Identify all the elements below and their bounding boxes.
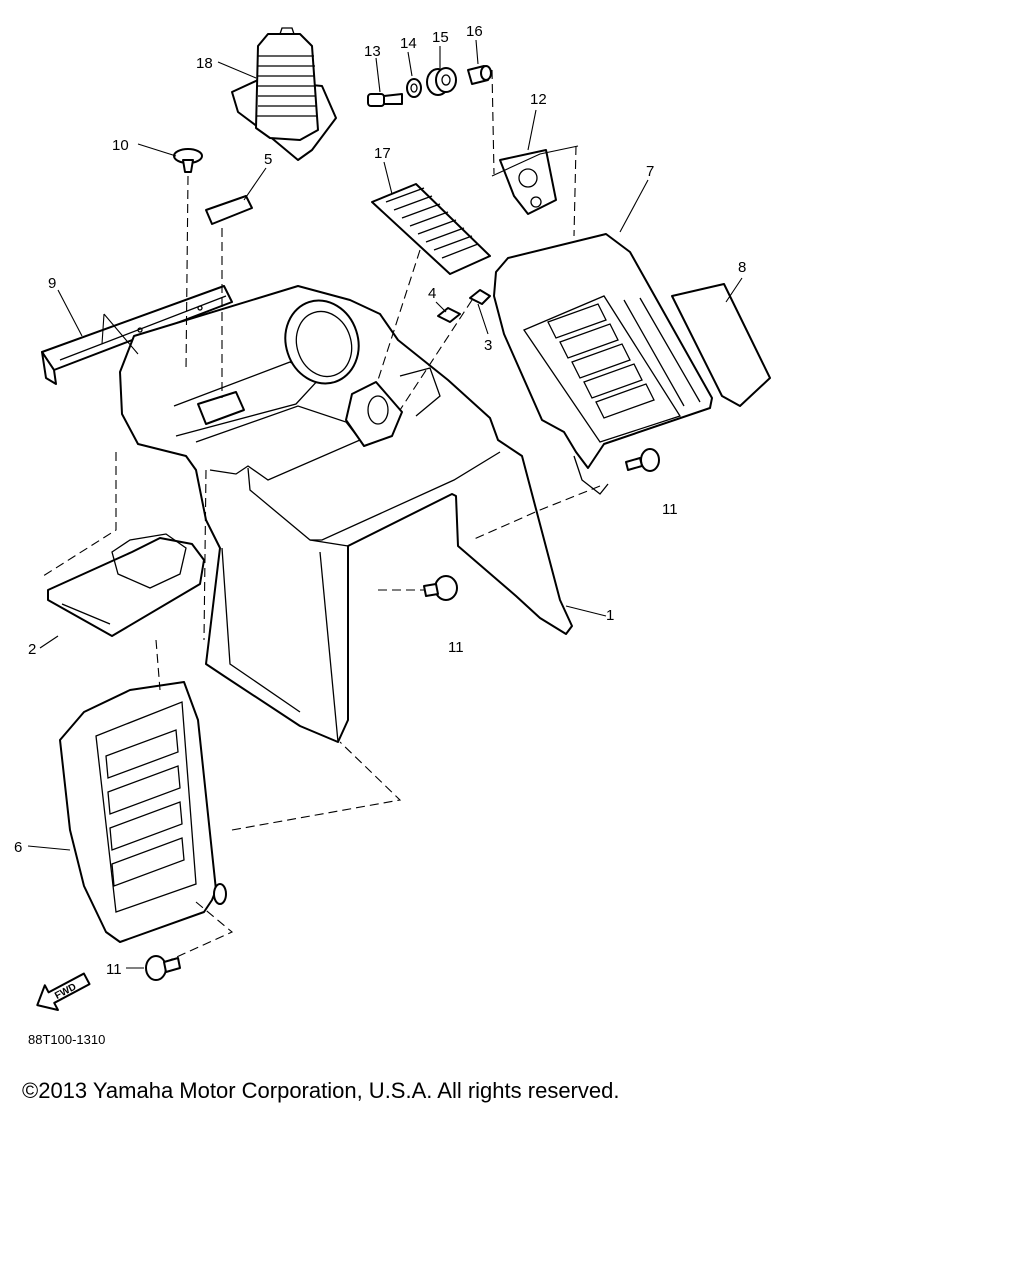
part-9-rail	[41, 285, 233, 385]
part-11-bolt-middle	[423, 575, 458, 601]
callout-6: 6	[14, 839, 22, 856]
assembly-lines	[39, 69, 601, 961]
callout-12: 12	[530, 91, 547, 108]
part-10-rivet	[173, 148, 203, 173]
part-4-clip	[437, 307, 461, 323]
callout-8: 8	[738, 259, 746, 276]
callout-15: 15	[432, 29, 449, 46]
callout-13: 13	[364, 43, 381, 60]
callout-9: 9	[48, 275, 56, 292]
part-15-grommet	[426, 67, 457, 96]
callout-14: 14	[400, 35, 417, 52]
callout-3: 3	[484, 337, 492, 354]
copyright-notice: ©2013 Yamaha Motor Corporation, U.S.A. A…	[22, 1078, 620, 1103]
leader-lines	[27, 39, 743, 969]
part-8-foam	[671, 283, 771, 407]
callout-5: 5	[264, 151, 272, 168]
part-16-collar	[467, 65, 492, 85]
callout-2: 2	[28, 641, 36, 658]
parts-exploded-diagram: 18 13 14 15 16 12 10 5 17 7 8 9 4 3 11 1…	[14, 23, 771, 1011]
part-5-plate	[205, 195, 253, 225]
part-3-clip	[469, 289, 491, 305]
callout-4: 4	[428, 285, 436, 302]
part-11-bolt-upper	[625, 448, 660, 472]
callout-16: 16	[466, 23, 483, 40]
part-18-shift-boot	[231, 27, 337, 161]
part-1-main-cowling	[119, 285, 573, 743]
callout-7: 7	[646, 163, 654, 180]
part-6-left-panel	[59, 681, 227, 943]
part-7-right-panel	[493, 233, 713, 495]
callout-11-middle: 11	[448, 639, 464, 656]
callout-17: 17	[374, 145, 391, 162]
forward-arrow-label: FWD	[53, 982, 78, 1002]
callout-1: 1	[606, 607, 614, 624]
part-2-lower-cover	[47, 533, 205, 637]
callout-10: 10	[112, 137, 129, 154]
callout-numbers: 18 13 14 15 16 12 10 5 17 7 8 9 4 3 11 1…	[14, 23, 746, 978]
part-14-washer	[406, 78, 422, 98]
part-13-bolt	[367, 93, 403, 107]
callout-11-lower: 11	[106, 961, 122, 978]
callout-18: 18	[196, 55, 213, 72]
forward-arrow-icon: FWD	[36, 972, 91, 1011]
part-17-mat	[371, 183, 491, 275]
part-11-bolt-lower	[145, 955, 181, 981]
figure-code: 88T100-1310	[28, 1032, 106, 1047]
callout-11-upper: 11	[662, 501, 678, 518]
